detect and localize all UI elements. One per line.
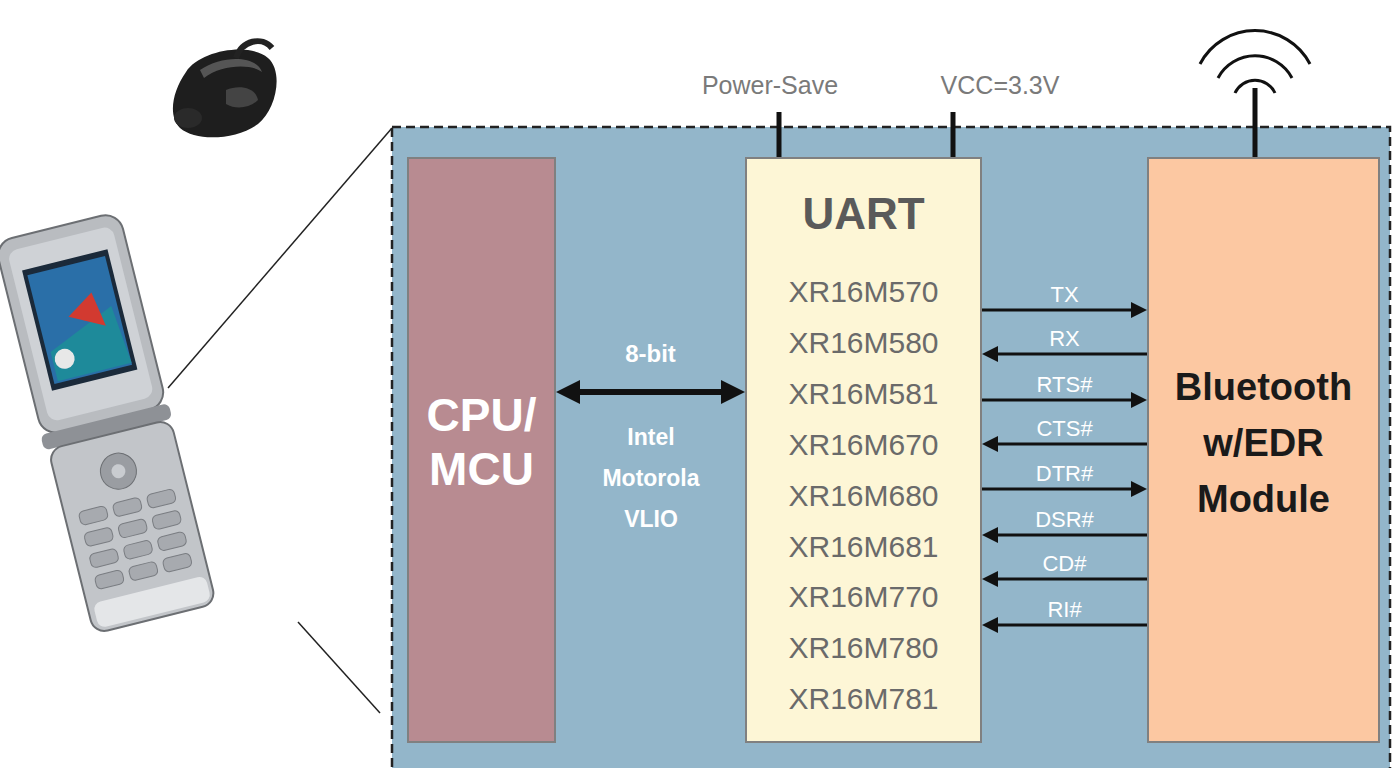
connector-line: [982, 399, 1133, 402]
enlarged-panel: [392, 127, 1390, 768]
headset-illustration: [173, 41, 277, 137]
connector-line: [982, 309, 1133, 312]
connector-line: [996, 624, 1147, 627]
antenna-symbol: [1200, 31, 1310, 157]
part-number: XR16M781: [751, 681, 976, 717]
pin-line: [777, 112, 782, 157]
bluetooth-module-box: Bluetooth w/EDR Module: [1147, 157, 1380, 743]
arrowhead: [1131, 302, 1147, 318]
bus-arrow: [556, 380, 745, 404]
signal-name: TX: [1050, 283, 1078, 307]
arrowhead: [982, 527, 998, 543]
phone-illustration: [0, 211, 218, 635]
part-number: XR16M580: [751, 325, 976, 361]
leader-line: [168, 128, 392, 388]
arrowhead: [982, 346, 998, 362]
pin-label: Power-Save: [702, 70, 838, 100]
connector-line: [982, 488, 1133, 491]
cpu-label: CPU/ MCU: [413, 388, 550, 496]
signal-name: RX: [1049, 327, 1080, 351]
arrowhead: [982, 571, 998, 587]
part-number: XR16M770: [751, 579, 976, 615]
signal-name: RI#: [1047, 598, 1081, 622]
signal-name: CD#: [1042, 552, 1086, 576]
part-number: XR16M681: [751, 529, 976, 565]
arrowhead: [721, 380, 745, 404]
bus-width-label: 8-bit: [625, 340, 676, 368]
uart-box: UART XR16M570XR16M580XR16M581XR16M670XR16…: [745, 157, 982, 743]
part-number: XR16M581: [751, 376, 976, 412]
arrowhead: [982, 617, 998, 633]
arrowhead: [1131, 392, 1147, 408]
part-number: XR16M680: [751, 478, 976, 514]
pin-label: VCC=3.3V: [941, 70, 1060, 100]
connector-line: [996, 534, 1147, 537]
pin-line: [951, 112, 956, 157]
connector-line: [996, 443, 1147, 446]
signal-name: RTS#: [1037, 373, 1093, 397]
part-number: XR16M780: [751, 630, 976, 666]
arrowhead: [1131, 481, 1147, 497]
arrowhead: [556, 380, 580, 404]
arrowhead: [982, 436, 998, 452]
connector-line: [996, 578, 1147, 581]
uart-title: UART: [751, 189, 976, 239]
bus-type-label: Intel Motorola VLIO: [591, 417, 711, 540]
part-number: XR16M670: [751, 427, 976, 463]
part-number: XR16M570: [751, 274, 976, 310]
cpu-box: CPU/ MCU: [407, 157, 556, 743]
bluetooth-label: Bluetooth w/EDR Module: [1153, 359, 1374, 527]
signal-name: DTR#: [1036, 462, 1093, 486]
connector-line: [578, 389, 723, 395]
connector-line: [996, 353, 1147, 356]
signal-name: DSR#: [1035, 508, 1094, 532]
signal-name: CTS#: [1036, 417, 1092, 441]
leader-line: [298, 622, 380, 713]
